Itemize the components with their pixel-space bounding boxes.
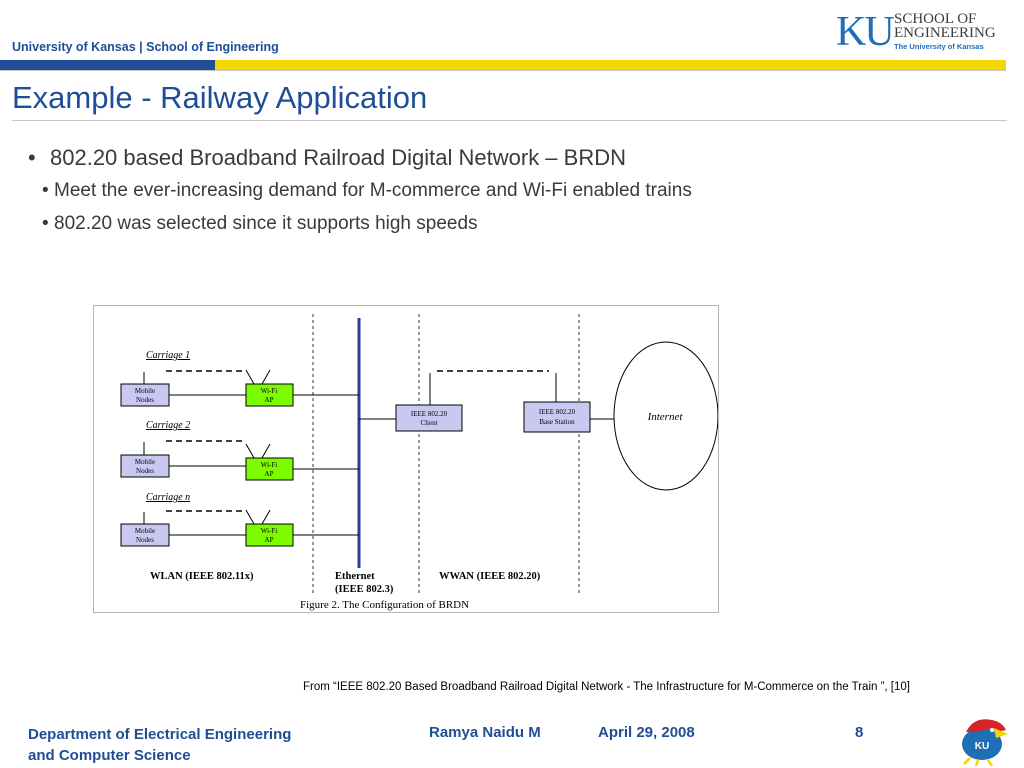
header-divider: [0, 70, 1006, 71]
zone-label-ethernet: Ethernet: [335, 571, 375, 582]
header-bar-blue: [0, 60, 215, 70]
ap-label-line2: AP: [265, 536, 274, 544]
bs-label-line2: Base Station: [539, 418, 575, 426]
base-station-box: [523, 401, 591, 433]
ku-engineering-logo: KU SCHOOL OF ENGINEERING The University …: [836, 10, 1006, 54]
brdn-diagram: Carriage 1 Mobile Nodes Wi-Fi AP Carriag…: [93, 305, 719, 613]
header-bar-yellow: [215, 60, 1006, 70]
source-citation: From “IEEE 802.20 Based Broadband Railro…: [303, 681, 910, 693]
footer-author: Ramya Naidu M: [429, 724, 541, 741]
node-label-line1: Mobile: [135, 458, 155, 466]
footer-dept-line1: Department of Electrical Engineering: [28, 726, 292, 743]
zone-label-wwan: WWAN (IEEE 802.20): [439, 571, 541, 582]
carriage-label: Carriage 1: [146, 350, 190, 361]
client-box: [395, 404, 463, 432]
logo-line3: The University of Kansas: [894, 42, 984, 51]
bullet-text: 802.20 based Broadband Railroad Digital …: [50, 145, 626, 170]
bullet-dot-icon: •: [42, 180, 49, 201]
page-number: 8: [855, 724, 864, 741]
node-label-line1: Mobile: [135, 527, 155, 535]
internet-cloud-icon: [613, 341, 718, 491]
ap-antenna-icon: [245, 369, 271, 385]
logo-line2: ENGINEERING: [894, 25, 996, 41]
footer-date: April 29, 2008: [598, 724, 695, 741]
zone-label-ethernet-std: (IEEE 802.3): [335, 584, 394, 595]
zone-label-wlan: WLAN (IEEE 802.11x): [150, 571, 254, 582]
footer-dept-line2: and Computer Science: [28, 747, 191, 764]
bullet-dot-icon: •: [42, 213, 49, 234]
client-label-line2: Client: [420, 419, 437, 427]
bullet-item: • 802.20 based Broadband Railroad Digital…: [28, 145, 626, 171]
sub-bullet-item: •802.20 was selected since it supports h…: [42, 213, 478, 235]
ap-label-line1: Wi-Fi: [261, 387, 277, 395]
node-label-line2: Nodes: [136, 396, 154, 404]
node-label-line2: Nodes: [136, 467, 154, 475]
ap-antenna-icon: [245, 509, 271, 525]
logo-line1: SCHOOL OF: [894, 11, 977, 27]
node-label-line2: Nodes: [136, 536, 154, 544]
carriage-label: Carriage n: [146, 492, 190, 503]
carriage-label: Carriage 2: [146, 420, 190, 431]
client-label-line1: IEEE 802.20: [411, 410, 448, 418]
footer-department: Department of Electrical Engineering and…: [28, 724, 291, 766]
internet-label: Internet: [647, 411, 684, 423]
ap-label-line1: Wi-Fi: [261, 461, 277, 469]
sub-bullet-item: •Meet the ever-increasing demand for M-c…: [42, 180, 692, 202]
sub-bullet-text: 802.20 was selected since it supports hi…: [54, 213, 478, 234]
slide-title: Example - Railway Application: [12, 80, 428, 115]
ap-label-line2: AP: [265, 396, 274, 404]
bs-label-line1: IEEE 802.20: [539, 408, 576, 416]
title-divider: [12, 120, 1007, 121]
node-label-line1: Mobile: [135, 387, 155, 395]
jayhawk-mascot-icon: KU: [962, 719, 1008, 766]
bullet-dot-icon: •: [28, 145, 36, 170]
brdn-diagram-svg: Carriage 1 Mobile Nodes Wi-Fi AP Carriag…: [120, 314, 718, 611]
figure-caption: Figure 2. The Configuration of BRDN: [300, 599, 469, 611]
sub-bullet-text: Meet the ever-increasing demand for M-co…: [54, 180, 692, 201]
ap-label-line2: AP: [265, 470, 274, 478]
ap-antenna-icon: [245, 443, 271, 459]
institution-label: University of Kansas | School of Enginee…: [12, 40, 279, 54]
logo-mark: KU: [836, 9, 895, 55]
ap-label-line1: Wi-Fi: [261, 527, 277, 535]
svg-text:KU: KU: [975, 741, 989, 752]
